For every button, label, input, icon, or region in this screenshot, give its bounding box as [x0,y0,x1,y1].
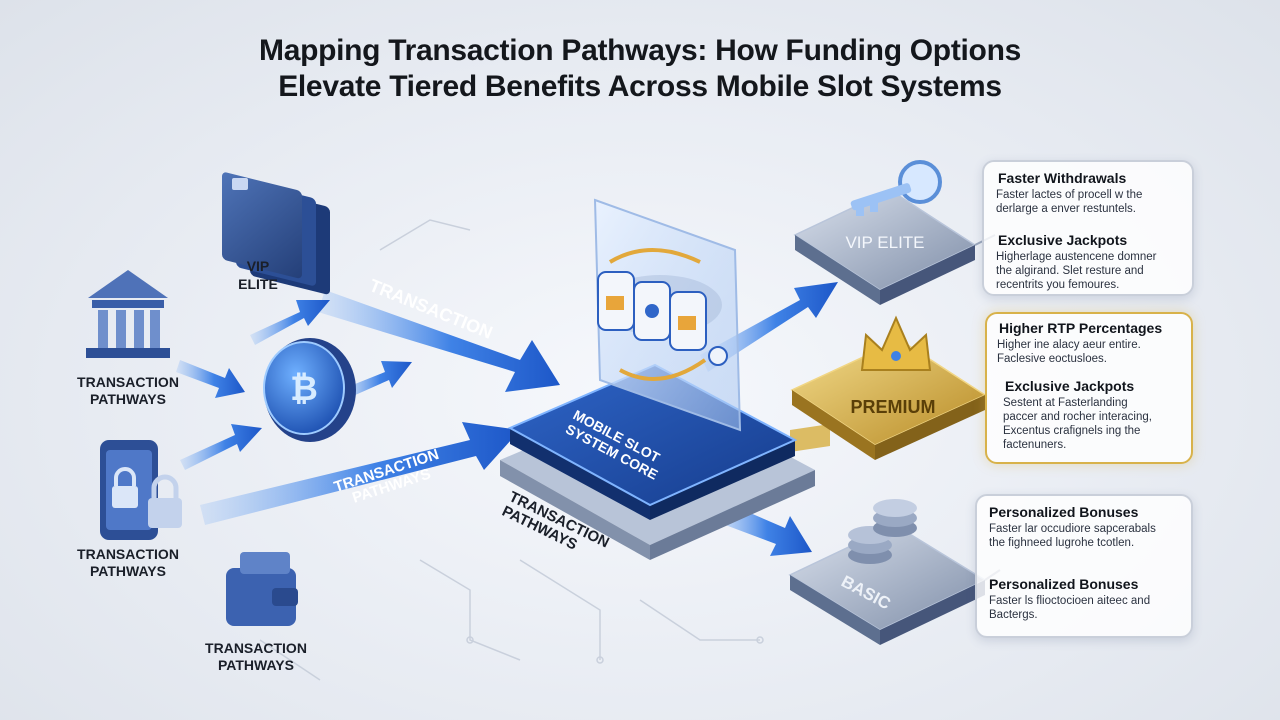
key-icon [850,160,942,216]
basic-benefit-2-heading: Personalized Bonuses [989,576,1139,592]
premium-label: PREMIUM [851,397,936,417]
label-wallet-pathways: TRANSACTION PATHWAYS [205,640,307,673]
basic-benefits-card: Personalized Bonuses Faster lar occudior… [975,494,1193,638]
vip-elite-label: VIP ELITE [845,233,924,252]
vip-benefit-1-body: Faster lactes of procell w the derlarge … [996,189,1143,215]
svg-text:₿: ₿ [290,369,318,409]
arrow-small-3 [180,424,262,470]
vip-benefit-2-heading: Exclusive Jackpots [998,232,1128,248]
label-elite: ELITE [238,276,278,292]
premium-benefit-2-heading: Exclusive Jackpots [1005,378,1135,394]
premium-benefit-2-body: Sestent at Fasterlanding paccer and roch… [1003,397,1152,451]
vip-elite-slab [793,189,977,305]
arrow-small-2 [176,360,245,398]
slot-reels-icon [597,248,728,381]
label-vip: VIP [246,258,270,274]
arrow-small-1 [250,300,330,345]
bank-icon [86,270,170,358]
basic-benefit-1-heading: Personalized Bonuses [989,504,1139,520]
crypto-coin-icon: ₿ [263,338,356,442]
label-bank-pathways: TRANSACTION PATHWAYS [77,374,179,407]
premium-benefit-1-heading: Higher RTP Percentages [999,320,1163,336]
title-line-2: Elevate Tiered Benefits Across Mobile Sl… [278,70,1002,103]
arrow-lower [200,422,520,525]
vip-benefit-1-heading: Faster Withdrawals [998,170,1127,186]
background-circuit [259,219,764,681]
vip-benefits-card: Faster Withdrawals Faster lactes of proc… [982,160,1194,296]
premium-benefit-1-body: Higher ine alacy aeur entire. Faclesive … [997,339,1141,365]
crown-icon [860,315,932,371]
basic-benefit-2-body: Faster ls flioctocioen aiteec and Bacter… [989,595,1151,621]
wallet-icon [226,552,298,626]
arrow-small-4 [340,361,412,400]
coin-stack-icon [848,499,917,564]
arrow-to-premium [790,424,830,452]
label-phone-pathways: TRANSACTION PATHWAYS [77,546,179,579]
arrow-upper [318,290,560,392]
vip-benefit-2-body: Higherlage austencene domner the algiran… [996,251,1157,291]
credit-cards-icon [222,172,330,295]
phone-lock-icon [100,440,182,540]
premium-benefits-card: Higher RTP Percentages Higher ine alacy … [985,312,1193,464]
arrow-label-lower: TRANSACTIONPATHWAYS [332,446,446,511]
title-line-1: Mapping Transaction Pathways: How Fundin… [259,34,1021,67]
basic-benefit-1-body: Faster lar occudiore sapcerabals the fig… [989,523,1156,549]
